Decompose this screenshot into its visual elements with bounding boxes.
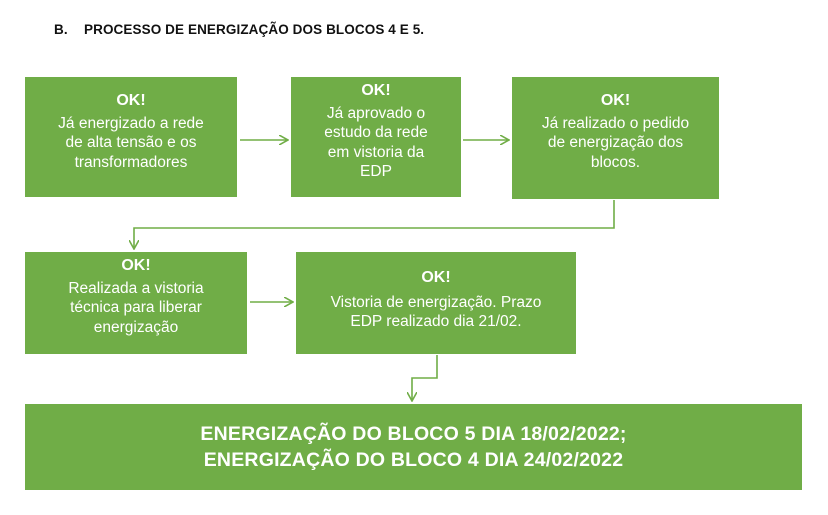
step-status: OK!: [121, 257, 151, 274]
step-text-line: Já energizado a rede: [58, 114, 204, 132]
step-text-line: blocos.: [590, 153, 641, 171]
step-text-line: EDP realizado dia 21/02.: [350, 313, 522, 330]
step-text: Realizada a vistoria técnica para libera…: [60, 279, 211, 338]
step-status: OK!: [600, 92, 631, 109]
step-box-1: OK! Já energizado a rede de alta tensão …: [25, 77, 237, 197]
final-line-bloco-4: ENERGIZAÇÃO DO BLOCO 4 DIA 24/02/2022: [203, 449, 624, 471]
final-result-box: ENERGIZAÇÃO DO BLOCO 5 DIA 18/02/2022; E…: [25, 404, 802, 490]
step-status: OK!: [361, 82, 391, 99]
step-text: Já aprovado o estudo da rede em vistoria…: [316, 104, 435, 182]
step-box-4: OK! Realizada a vistoria técnica para li…: [25, 252, 247, 354]
section-letter: B.: [54, 22, 68, 37]
connector-step3-step4: [134, 200, 615, 248]
step-status: OK!: [116, 92, 146, 109]
step-text-line: em vistoria da: [327, 143, 425, 161]
step-box-2: OK! Já aprovado o estudo da rede em vist…: [291, 77, 461, 197]
step-text-line: de energização dos: [547, 134, 684, 151]
connector-step5-final: [412, 355, 438, 400]
step-box-3: OK! Já realizado o pedido de energização…: [512, 77, 719, 199]
step-text: Vistoria de energização. Prazo EDP reali…: [323, 293, 550, 332]
step-text-line: técnica para liberar: [70, 299, 202, 316]
step-text-line: transformadores: [74, 153, 188, 171]
section-title: PROCESSO DE ENERGIZAÇÃO DOS BLOCOS 4 E 5…: [84, 22, 425, 37]
section-heading: B. PROCESSO DE ENERGIZAÇÃO DOS BLOCOS 4 E…: [54, 22, 424, 37]
step-text-line: Já aprovado o: [326, 104, 426, 122]
step-text: Já energizado a rede de alta tensão e os…: [50, 114, 212, 173]
step-text-line: Vistoria de energização. Prazo: [330, 293, 542, 311]
step-text-line: Realizada a vistoria: [68, 279, 204, 297]
step-text-line: Já realizado o pedido: [541, 114, 690, 132]
final-line-bloco-5: ENERGIZAÇÃO DO BLOCO 5 DIA 18/02/2022;: [200, 423, 627, 445]
step-text-line: EDP: [360, 163, 392, 180]
step-text-line: de alta tensão e os: [65, 134, 197, 151]
step-status: OK!: [421, 269, 451, 286]
step-text: Já realizado o pedido de energização dos…: [534, 114, 697, 173]
step-text-line: estudo da rede: [324, 124, 428, 141]
step-text-line: energização: [93, 318, 179, 336]
step-box-5: OK! Vistoria de energização. Prazo EDP r…: [296, 252, 576, 354]
